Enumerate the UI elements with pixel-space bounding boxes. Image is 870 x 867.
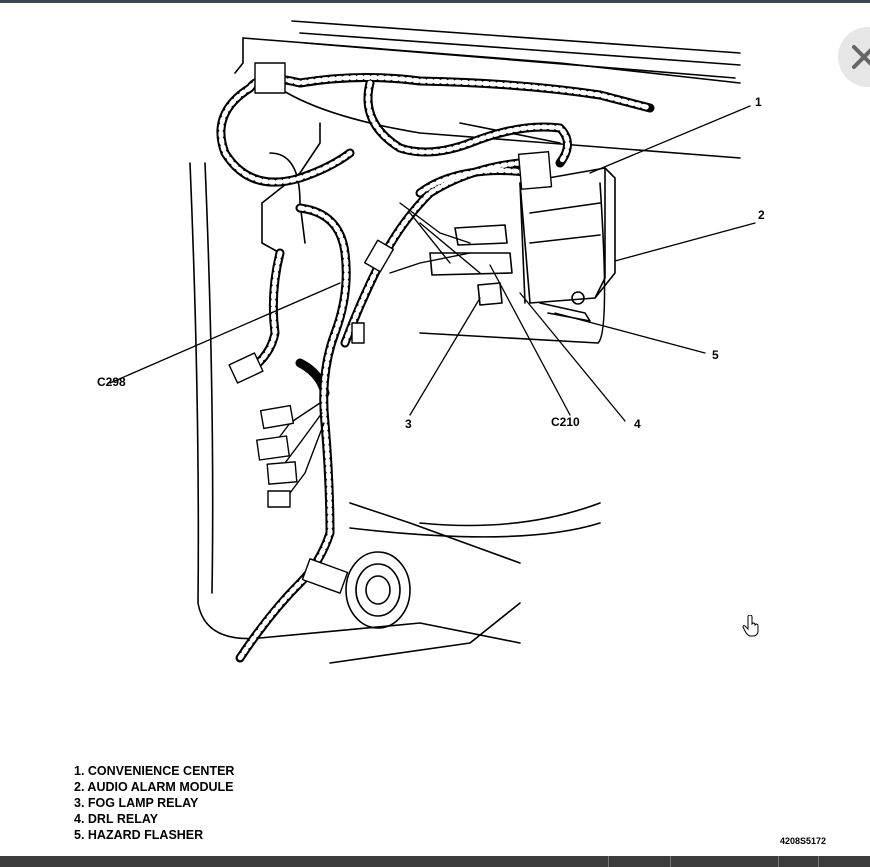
image-viewer: 1 2 5 3 C210 4 C298 1. CONVENIENCE CENTE…	[0, 3, 870, 856]
wiring-diagram	[109, 20, 756, 664]
main-harness	[216, 72, 655, 663]
close-icon	[852, 45, 870, 69]
hand-pointer-icon	[742, 615, 759, 637]
legend: 1. CONVENIENCE CENTER 2. AUDIO ALARM MOD…	[74, 763, 234, 843]
callout-4: 4	[634, 417, 641, 431]
callout-2: 2	[758, 208, 765, 222]
convenience-center-block	[429, 167, 616, 322]
toolbar-zoom-control[interactable]	[608, 856, 671, 867]
legend-item: 3. FOG LAMP RELAY	[74, 796, 199, 810]
legend-item: 4. DRL RELAY	[74, 812, 159, 826]
callout-c210: C210	[551, 415, 580, 429]
toolbar-rotate-control[interactable]	[670, 856, 726, 867]
callout-1: 1	[755, 95, 762, 109]
callout-3: 3	[405, 417, 412, 431]
figure-id: 4208S5172	[780, 836, 827, 846]
leader-lines	[109, 105, 756, 422]
callout-c298: C298	[97, 375, 126, 389]
legend-item: 5. HAZARD FLASHER	[74, 828, 204, 842]
connectors	[228, 62, 553, 594]
legend-item: 1. CONVENIENCE CENTER	[74, 764, 235, 778]
dash-outline	[189, 20, 741, 664]
toolbar-next-control[interactable]	[778, 856, 819, 867]
callout-5: 5	[712, 348, 719, 362]
grommet	[345, 551, 411, 629]
toolbar-menu-control[interactable]	[818, 856, 870, 867]
main-harness-inner	[218, 74, 653, 661]
legend-item: 2. AUDIO ALARM MODULE	[74, 780, 234, 794]
viewer-toolbar	[0, 856, 870, 867]
window-top-bar	[0, 0, 870, 3]
